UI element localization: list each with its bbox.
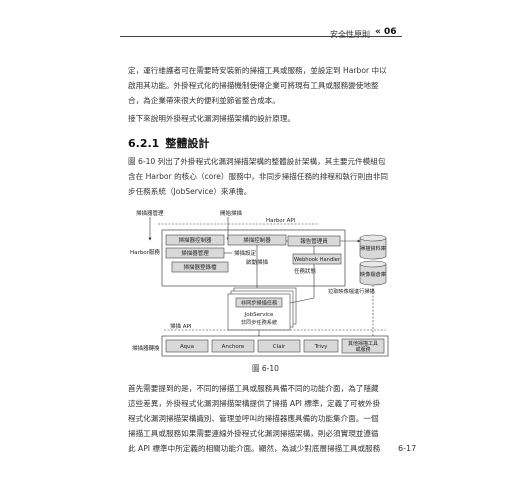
figure-caption: 圖 6-10 [252, 364, 279, 373]
text-line: 啟用其功能。外掛程式化的掃描機制使得企業可將現有工具或服務變使地整 [128, 81, 379, 90]
label-scanner-adapter: 掃描器轉換 [132, 344, 160, 352]
header-rule [120, 36, 402, 37]
scanner-aqua-label: Aqua [180, 344, 194, 350]
architecture-diagram: 掃描器管理 開始掃描 Harbor API Harbor服務 掃描器控制器 掃描… [130, 209, 389, 357]
text-line: 圖 6-10 列出了外掛程式化漏洞掃描架構的整體設計架構，其主要元件模組包 [128, 157, 386, 166]
page-number: 6-17 [398, 444, 417, 453]
label-scan-controller: 掃描控制器 [243, 236, 271, 244]
scan-database-icon [359, 234, 387, 260]
label-scanner-registry: 掃描器登錄檔 [183, 263, 217, 271]
text-line: 步任務系統（JobService）來承擔。 [128, 187, 252, 196]
label-jobservice-sub: 非同步任務系統 [241, 318, 277, 326]
scanner-trivy-label: Trivy [314, 344, 329, 350]
label-scanner-mgmt: 掃描器管理 [136, 209, 164, 217]
label-task-status: 任務狀態 [294, 267, 317, 275]
label-scan-settings: 掃描設定 [234, 249, 257, 257]
label-webhook-handler: Webhook Handler [294, 257, 341, 263]
scanner-controller-box [165, 234, 225, 246]
text-line: 掃描工具或服務如果需要連線外掛程式化漏洞掃描架構，則必須實現並遵循 [128, 429, 379, 438]
scanner-trivy-box [303, 339, 339, 353]
section-number: 6.2.1 [128, 137, 160, 150]
scanner-clair-box [257, 339, 301, 353]
label-scanner-controller: 掃描器控制器 [178, 236, 212, 244]
text-line: 此 API 標準中所定義的相關功能介面。顯然，為減少對底層掃描工具或服務 [128, 444, 381, 453]
webhook-handler-box [292, 253, 342, 265]
text-line: 定，運行維護者可在需要時安裝新的掃描工具或服務，並設定到 Harbor 中以 [128, 66, 387, 75]
scanner-clair-label: Clair [273, 344, 286, 350]
text-line: 首先需要提到的是，不同的掃描工具或服務具備不同的功能介面，為了隱藏 [128, 384, 379, 393]
scanner-anchore-box [211, 339, 255, 353]
harbor-service-box [161, 229, 346, 287]
scanner-aqua-box [165, 339, 209, 353]
scanner-registry-box [171, 261, 229, 273]
section-heading: 6.2.1 整體設計 [128, 135, 209, 151]
scanner-other-box [341, 338, 385, 354]
text-line: 含在 Harbor 的核心（core）服務中，非同步掃描任務的排程和執行則由非同 [128, 172, 388, 181]
chapter-mark: « 06 [375, 27, 397, 37]
label-image-repo: 映像檔倉庫 [360, 270, 386, 278]
connector [289, 297, 315, 304]
scanner-other-label-2: 或服務 [355, 346, 370, 353]
label-scan-api: 掃描 API [170, 322, 192, 330]
scanner-anchore-label: Anchore [222, 344, 245, 350]
intro-paragraph: 定，運行維護者可在需要時安裝新的掃描工具或服務，並設定到 Harbor 中以 啟… [128, 63, 402, 108]
label-pull-image: 拉取映像檔進行掃描 [328, 287, 375, 295]
text-line: 接下來說明外掛程式化漏洞掃描架構的設計原理。 [128, 114, 296, 123]
section-title: 整體設計 [165, 137, 210, 150]
label-jobservice: JobService [244, 312, 274, 318]
lead-in-paragraph: 接下來說明外掛程式化漏洞掃描架構的設計原理。 [128, 111, 402, 126]
label-async-scan-task: 非同步掃描任務 [241, 299, 278, 307]
text-line: 程式化漏洞掃描架構識別、管理並呼叫的掃描器應具備的功能集介面。一個 [128, 414, 379, 423]
text-line: 這些差異，外掛程式化漏洞掃描架構提供了掃描 API 標準，定義了可被外掛 [128, 399, 381, 408]
text-line: 合，為企業帶來很大的便利並節省整合成本。 [128, 96, 280, 105]
section-body-paragraph: 圖 6-10 列出了外掛程式化漏洞掃描架構的整體設計架構，其主要元件模組包 含在… [128, 154, 402, 199]
scanner-other-label-1: 其他掃描工具 [348, 340, 378, 347]
label-harbor-api: Harbor API [266, 218, 296, 224]
async-scan-task-box [235, 297, 283, 308]
label-start-scan: 開始掃描 [220, 209, 243, 217]
closing-paragraph: 首先需要提到的是，不同的掃描工具或服務具備不同的功能介面，為了隱藏 這些差異，外… [128, 381, 402, 456]
label-harbor-service: Harbor服務 [130, 248, 160, 256]
label-report-manager: 報告管理員 [300, 237, 328, 245]
running-head: 安全性原則 [330, 30, 370, 39]
image-repository-icon [359, 260, 387, 286]
label-scan-db: 掃描資料庫 [360, 244, 386, 252]
label-scanner-manager: 掃描器管理 [181, 249, 209, 257]
